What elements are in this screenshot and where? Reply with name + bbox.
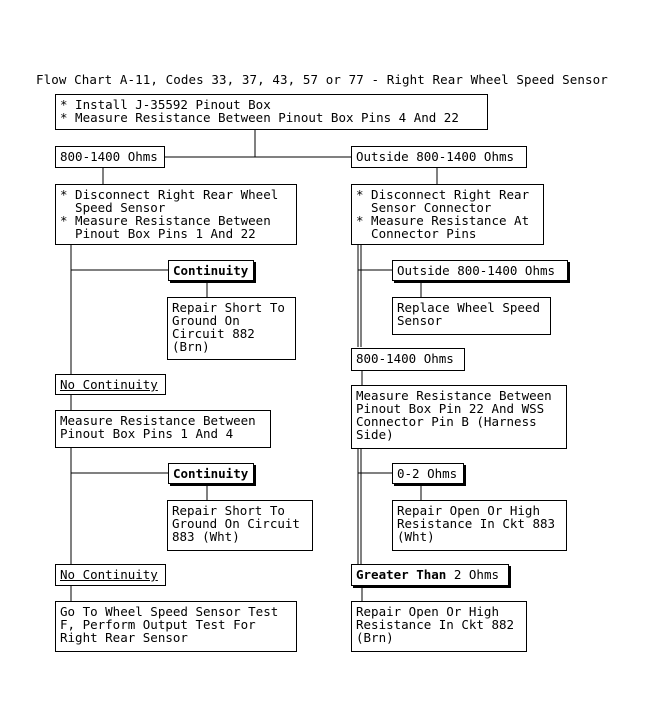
- node-goto-test-f: Go To Wheel Speed Sensor Test F, Perform…: [55, 601, 297, 652]
- chart-title: Flow Chart A-11, Codes 33, 37, 43, 57 or…: [36, 72, 608, 87]
- node-repair-open-883: Repair Open Or High Resistance In Ckt 88…: [392, 500, 567, 551]
- node-disconnect-connector: * Disconnect Right Rear Sensor Connector…: [351, 184, 544, 245]
- greater-than-text: Greater Than: [356, 567, 447, 582]
- node-replace-sensor: Replace Wheel Speed Sensor: [392, 297, 551, 335]
- label-outside-800-1400-2: Outside 800-1400 Ohms: [392, 260, 568, 281]
- label-0-2-ohms: 0-2 Ohms: [392, 463, 464, 484]
- label-outside-800-1400-right: Outside 800-1400 Ohms: [351, 146, 527, 168]
- two-ohms-text: 2 Ohms: [446, 567, 499, 582]
- node-disconnect-sensor: * Disconnect Right Rear Wheel Speed Sens…: [55, 184, 297, 245]
- node-install-pinout-box: * Install J-35592 Pinout Box * Measure R…: [55, 94, 488, 130]
- node-measure-pin-22-b: Measure Resistance Between Pinout Box Pi…: [351, 385, 567, 449]
- node-measure-pins-1-4: Measure Resistance Between Pinout Box Pi…: [55, 410, 271, 448]
- label-no-continuity-2: No Continuity: [55, 564, 166, 586]
- label-continuity-1: Continuity: [168, 260, 254, 281]
- node-repair-open-882: Repair Open Or High Resistance In Ckt 88…: [351, 601, 527, 652]
- label-greater-than-2-ohms: Greater Than 2 Ohms: [351, 564, 509, 586]
- label-no-continuity-1: No Continuity: [55, 374, 166, 395]
- label-800-1400-ohms-left: 800-1400 Ohms: [55, 146, 165, 168]
- node-repair-short-882: Repair Short To Ground On Circuit 882 (B…: [167, 297, 296, 360]
- node-repair-short-883: Repair Short To Ground On Circuit 883 (W…: [167, 500, 313, 551]
- label-800-1400-ohms-2: 800-1400 Ohms: [351, 348, 465, 371]
- label-continuity-2: Continuity: [168, 463, 254, 484]
